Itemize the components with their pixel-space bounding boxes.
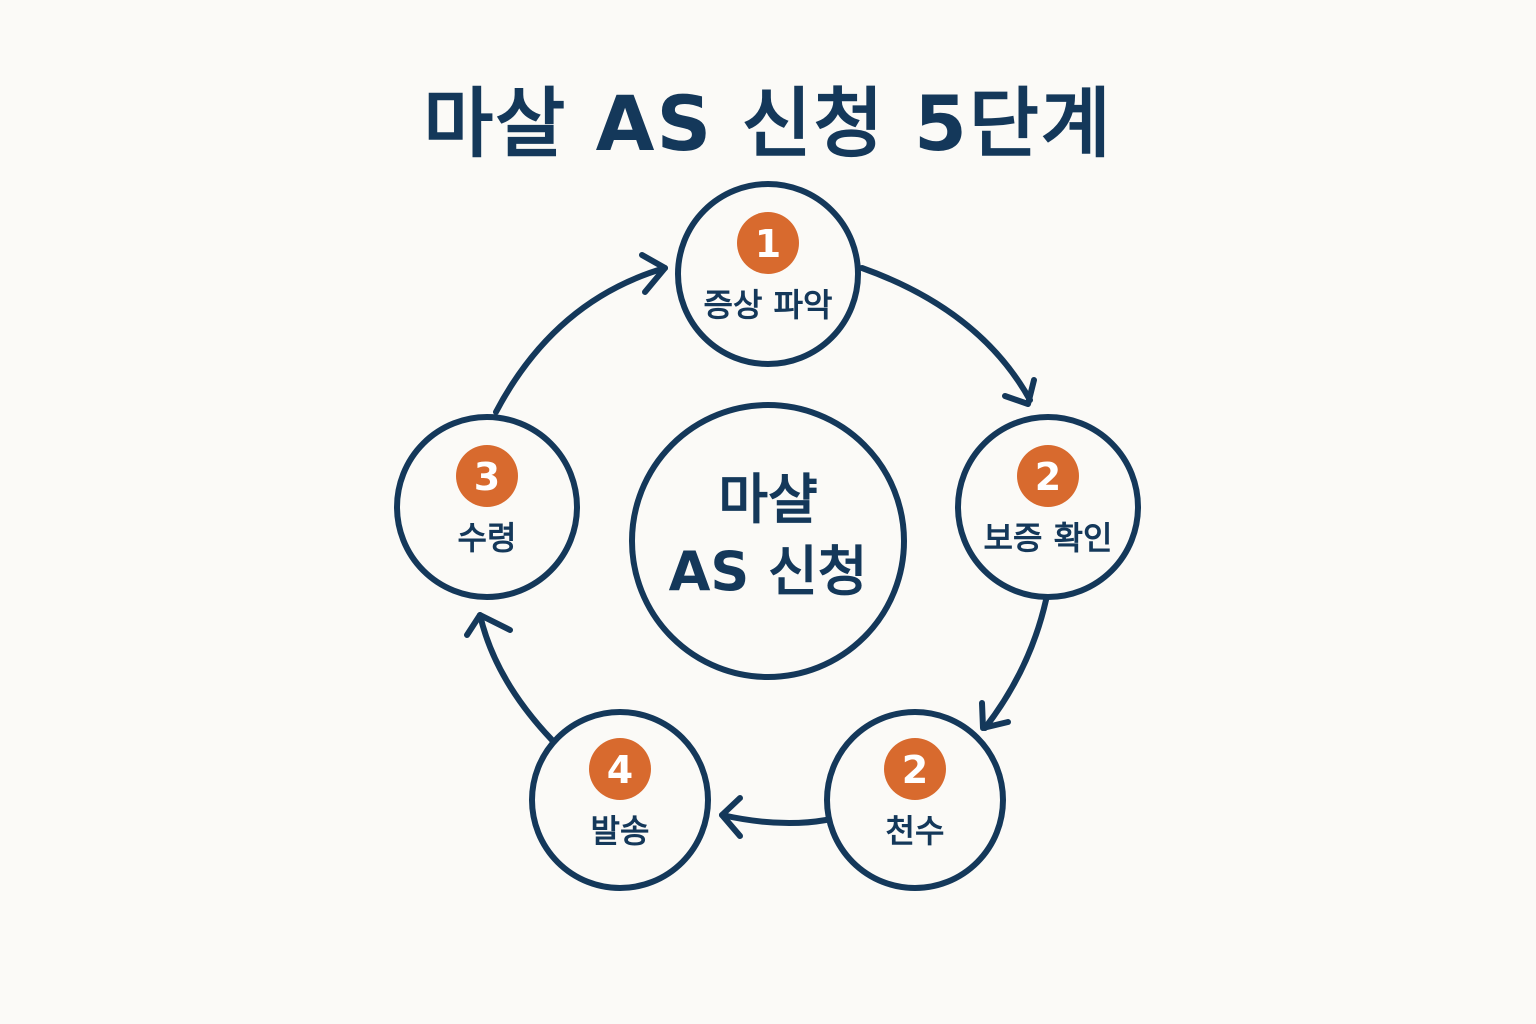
step-label: 발송 xyxy=(591,812,650,850)
arrow-5-to-1 xyxy=(493,265,668,415)
step-label: 증상 파악 xyxy=(704,286,833,324)
step-label: 보증 확인 xyxy=(984,519,1113,557)
arrow-4-to-5 xyxy=(477,612,555,743)
center-node: 마샬 AS 신청 xyxy=(629,402,907,680)
arrow-3-to-4 xyxy=(719,812,829,827)
step-label: 수령 xyxy=(458,519,517,557)
step-number-badge xyxy=(737,212,799,274)
page-title: 마살 AS 신청 5단계 xyxy=(423,79,1113,168)
arrowhead-icon xyxy=(464,612,513,638)
step-number: 1 xyxy=(755,222,781,266)
center-label-line1: 마샬 xyxy=(718,468,817,531)
step-node-1: 1 증상 파악 xyxy=(675,181,861,367)
arrowhead-icon xyxy=(639,252,668,295)
center-label-line2: AS 신청 xyxy=(669,540,868,603)
step-number: 2 xyxy=(1035,455,1061,499)
arrowhead-icon xyxy=(1002,377,1037,407)
step-number-badge xyxy=(589,738,651,800)
step-node-3: 2 천수 xyxy=(824,709,1006,891)
step-node-2: 2 보증 확인 xyxy=(955,414,1141,600)
arrowhead-icon xyxy=(979,700,1011,731)
step-node-4: 4 발송 xyxy=(529,709,711,891)
step-number-badge xyxy=(456,445,518,507)
arrow-2-to-3 xyxy=(982,597,1049,731)
step-node-5: 3 수령 xyxy=(394,414,580,600)
step-number: 4 xyxy=(607,748,633,792)
step-number-badge xyxy=(1017,445,1079,507)
step-number-badge xyxy=(884,738,946,800)
step-number: 2 xyxy=(902,748,928,792)
arrow-1-to-2 xyxy=(859,265,1033,403)
arrowhead-icon xyxy=(719,795,743,839)
step-number: 3 xyxy=(474,455,500,499)
step-label: 천수 xyxy=(886,812,945,850)
